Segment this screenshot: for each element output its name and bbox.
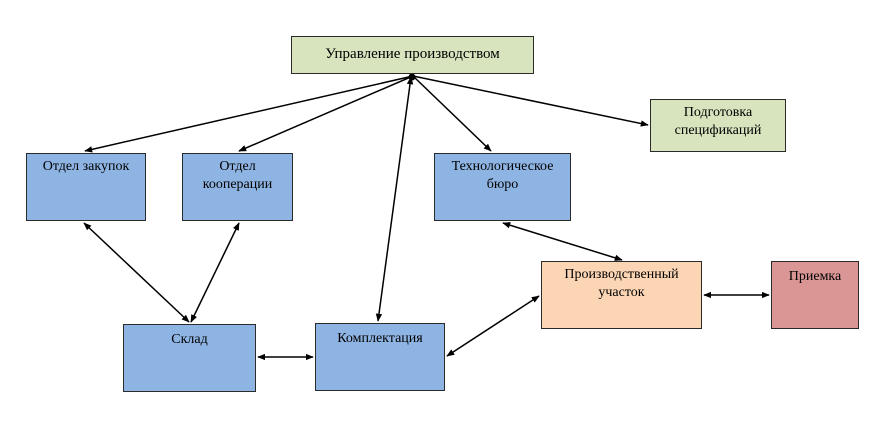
node-label-line: бюро	[486, 177, 519, 192]
node-label-line: Склад	[171, 332, 208, 347]
node-technology-bureau: Технологическое бюро	[434, 153, 571, 221]
node-label-line: Производственный	[564, 267, 679, 282]
node-label-line: Приемка	[788, 269, 842, 284]
node-cooperation-department: Отдел кооперации	[182, 153, 293, 221]
connector-coop-stock	[190, 222, 240, 323]
node-production-site: Производственный участок	[541, 261, 702, 329]
connector-mgmt-purch	[84, 75, 414, 153]
connector-hub-dot	[408, 73, 416, 81]
node-label-line: Управление производством	[325, 46, 500, 62]
node-label-line: участок	[598, 285, 645, 300]
node-label-line: Технологическое	[451, 159, 554, 174]
node-specification-preparation: Подготовка спецификаций	[650, 99, 786, 152]
connector-kit-prod	[446, 295, 540, 357]
connector-mgmt-spec	[412, 75, 649, 127]
node-production-management: Управление производством	[291, 36, 534, 74]
connector-purch-stock	[83, 222, 190, 323]
connector-mgmt-coop	[238, 75, 414, 152]
node-warehouse: Склад	[123, 324, 256, 392]
node-acceptance: Приемка	[771, 261, 859, 329]
node-label-line: Комплектация	[337, 331, 423, 346]
node-label-line: Отдел закупок	[42, 159, 130, 174]
connector-tech-prod	[502, 222, 623, 261]
node-label-line: спецификаций	[674, 123, 762, 138]
node-label-line: Подготовка	[683, 105, 753, 120]
node-kitting: Комплектация	[315, 323, 445, 391]
connector-mgmt-tech	[412, 75, 492, 152]
connector-mgmt-kit	[375, 76, 414, 322]
node-purchasing-department: Отдел закупок	[26, 153, 146, 221]
node-label-line: кооперации	[202, 177, 273, 192]
node-label-line: Отдел	[219, 159, 256, 174]
